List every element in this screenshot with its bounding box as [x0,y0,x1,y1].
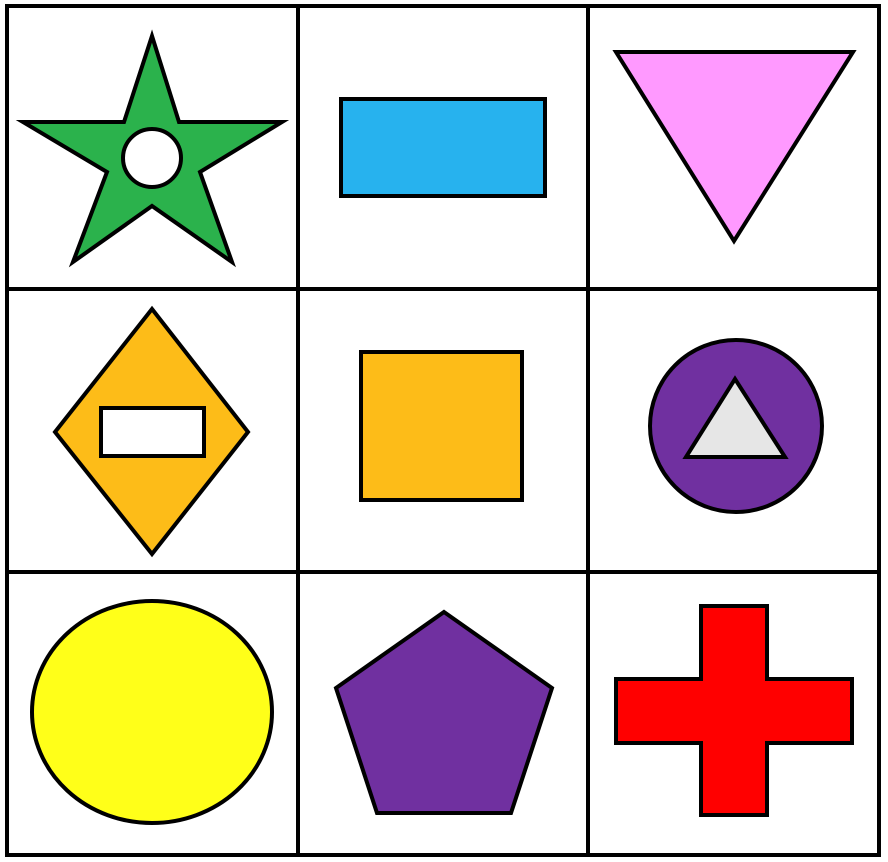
red-cross-shape [614,604,854,817]
pink-triangle-shape [612,50,857,245]
purple-pentagon-shape [333,609,555,815]
orange-square-shape [359,350,524,502]
yellow-ellipse-shape [30,599,274,825]
blue-rectangle-shape [339,97,547,198]
white-circle-shape [121,127,183,189]
white-rectangle-shape [99,406,206,458]
gray-triangle-shape [682,375,789,459]
